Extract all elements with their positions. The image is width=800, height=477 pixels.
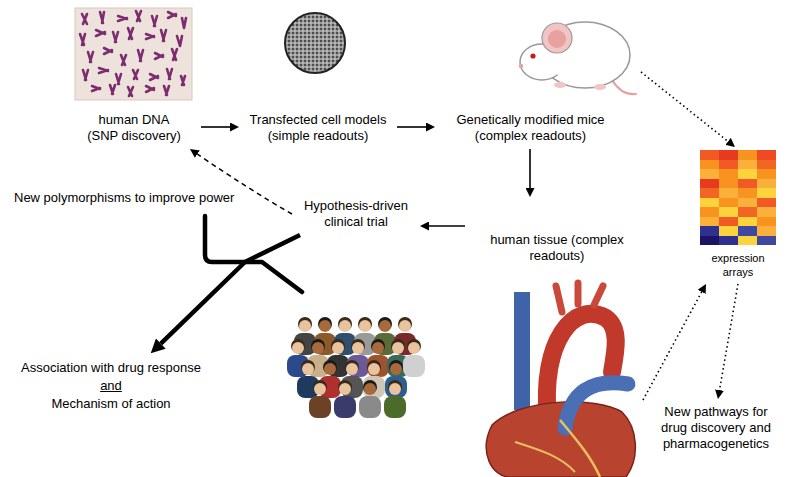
chromosome-image: [75, 8, 192, 100]
fork-symbol: [205, 216, 302, 292]
expression-heatmap: [700, 179, 719, 189]
expression-heatmap: [719, 236, 738, 246]
diagram-node: human tissue (complex readouts): [468, 200, 640, 477]
expression-heatmap: [757, 236, 776, 246]
expression-heatmap: [700, 198, 719, 208]
edge-label: New polymorphisms to improve power: [12, 190, 236, 206]
people-crowd: [359, 380, 381, 418]
node-text: human DNA (SNP discovery): [84, 112, 184, 144]
diagram-node: Association with drug responseandMechani…: [8, 357, 214, 419]
expression-heatmap: [700, 150, 776, 245]
mouse-image: [612, 80, 636, 94]
expression-heatmap: [719, 217, 738, 227]
expression-heatmap: [738, 198, 757, 208]
diagram-node: New pathways for drug discovery and phar…: [638, 402, 794, 458]
expression-heatmap: [738, 188, 757, 198]
expression-heatmap: [757, 179, 776, 189]
arrow-connector: [720, 284, 739, 390]
node-text: Hypothesis-driven clinical trial: [295, 198, 417, 230]
mouse-image: [542, 23, 572, 53]
node-text: and: [8, 377, 214, 395]
node-text: Genetically modified mice (complex reado…: [453, 112, 608, 144]
expression-heatmap: [738, 236, 757, 246]
expression-heatmap: [700, 160, 719, 170]
diagram-node: expression arrays: [697, 150, 779, 281]
expression-heatmap: [757, 198, 776, 208]
heart-illustration: [515, 442, 575, 472]
chromosome-image: [75, 8, 192, 100]
node-text: Association with drug response: [8, 359, 214, 377]
expression-heatmap: [719, 198, 738, 208]
expression-heatmap: [719, 160, 738, 170]
node-text: human tissue (complex readouts): [487, 232, 627, 264]
expression-heatmap: [757, 207, 776, 217]
node-text: expression arrays: [703, 251, 773, 279]
mouse-image: [530, 53, 535, 58]
expression-heatmap: [757, 217, 776, 227]
arrow-connector: [643, 292, 702, 400]
heart-illustration: [486, 283, 635, 477]
expression-heatmap: [700, 217, 719, 227]
expression-heatmap: [700, 236, 719, 246]
expression-heatmap: [700, 188, 719, 198]
cell-culture-image: [285, 13, 345, 73]
diagram-node: Hypothesis-driven clinical trial: [295, 198, 417, 232]
people-crowd: [334, 380, 356, 418]
node-text: Transfected cell models (simple readouts…: [244, 112, 392, 144]
people-crowd: [309, 380, 331, 418]
heart-illustration: [556, 283, 603, 312]
expression-heatmap: [700, 226, 719, 236]
expression-heatmap: [738, 207, 757, 217]
expression-heatmap: [738, 226, 757, 236]
arrow-connector: [429, 225, 465, 227]
mouse-image: [519, 22, 636, 94]
diagram-node: Transfected cell models (simple readouts…: [242, 8, 394, 146]
expression-heatmap: [757, 160, 776, 170]
mouse-image: [519, 64, 523, 68]
expression-heatmap: [757, 169, 776, 179]
people-crowd: [403, 339, 425, 377]
cell-culture-image: [285, 13, 345, 73]
expression-heatmap: [700, 150, 719, 160]
expression-heatmap: [738, 217, 757, 227]
node-text: New pathways for drug discovery and phar…: [656, 404, 776, 452]
heart-illustration: [560, 420, 600, 477]
expression-heatmap: [738, 160, 757, 170]
arrow-connector: [201, 126, 230, 128]
mouse-image: [594, 84, 606, 90]
expression-heatmap: [719, 150, 738, 160]
mouse-image: [554, 82, 566, 88]
mouse-image: [548, 30, 566, 48]
arrow-connector: [161, 235, 300, 344]
expression-heatmap: [719, 226, 738, 236]
expression-heatmap: [719, 188, 738, 198]
node-text: Mechanism of action: [8, 395, 214, 413]
expression-heatmap: [738, 179, 757, 189]
fork-symbol: [205, 216, 302, 292]
people-crowd: [384, 380, 406, 418]
people-crowd: [287, 317, 425, 418]
arrow-connector: [529, 149, 531, 188]
expression-heatmap: [757, 226, 776, 236]
expression-heatmap: [719, 207, 738, 217]
diagram-node: human DNA (SNP discovery): [70, 6, 198, 146]
expression-heatmap: [719, 169, 738, 179]
arrow-connector: [641, 72, 728, 141]
heart-illustration: [565, 383, 628, 428]
expression-heatmap: [738, 150, 757, 160]
expression-heatmap: [738, 169, 757, 179]
expression-heatmap: [700, 169, 719, 179]
expression-heatmap: [757, 188, 776, 198]
chromosome-image: [80, 11, 186, 96]
heart-illustration: [514, 292, 530, 410]
diagram-node: Genetically modified mice (complex reado…: [438, 8, 638, 146]
expression-heatmap: [757, 150, 776, 160]
expression-heatmap: [719, 179, 738, 189]
expression-heatmap: [700, 207, 719, 217]
arrow-connector: [397, 126, 426, 128]
